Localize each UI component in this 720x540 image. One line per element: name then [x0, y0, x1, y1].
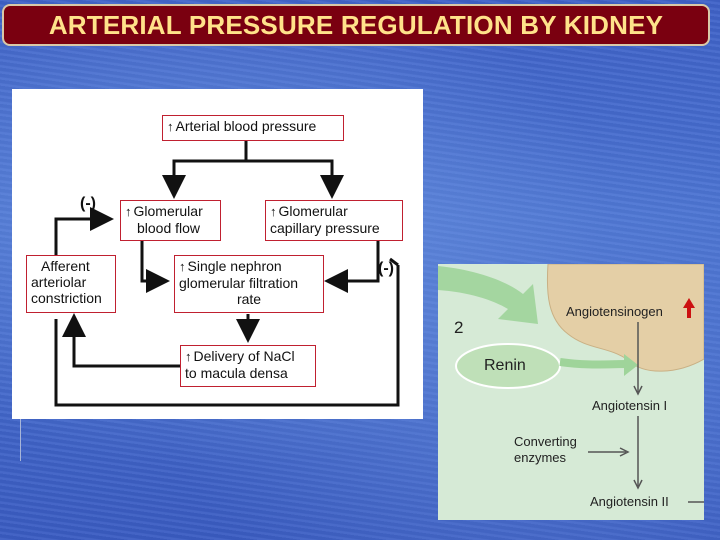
delivery-label-2: to macula densa — [185, 365, 288, 381]
renin-label: Renin — [484, 357, 526, 374]
diagram-connectors — [54, 141, 400, 407]
renin-angiotensin-graphics — [438, 264, 704, 503]
nacl-delivery-box: ↑Delivery of NaCl to macula densa — [180, 345, 316, 387]
glomerular-capillary-label-2: capillary pressure — [270, 220, 380, 236]
afferent-label-1: Afferent — [41, 258, 90, 274]
glomerular-capillary-label-1: Glomerular — [278, 203, 348, 219]
negative-feedback-sign-right: (-) — [378, 260, 394, 277]
converting-label-1: Converting — [514, 434, 577, 449]
glomerular-blood-flow-label-2: blood flow — [137, 220, 201, 236]
arterial-pressure-box: ↑Arterial blood pressure — [162, 115, 344, 141]
up-arrow-icon: ↑ — [125, 204, 132, 219]
renin-angiotensin-diagram: 2 Angiotensinogen Renin Angiotensin I Co… — [438, 264, 704, 520]
afferent-label-3: constriction — [31, 290, 102, 306]
angiotensin-2-label: Angiotensin II — [590, 494, 669, 509]
angiotensin-1-label: Angiotensin I — [592, 398, 668, 413]
feedback-diagram: ↑Arterial blood pressure ↑Glomerular blo… — [12, 89, 423, 419]
slide-title: ARTERIAL PRESSURE REGULATION BY KIDNEY — [48, 9, 664, 40]
angiotensinogen-label: Angiotensinogen — [566, 304, 663, 319]
delivery-label-1: Delivery of NaCl — [193, 348, 295, 364]
converting-label-2: enzymes — [514, 450, 567, 465]
up-arrow-icon: ↑ — [179, 259, 186, 274]
step-number: 2 — [454, 318, 464, 337]
sngfr-label-1: Single nephron — [187, 258, 282, 274]
arterial-pressure-label: Arterial blood pressure — [175, 118, 317, 134]
slide-title-box: ARTERIAL PRESSURE REGULATION BY KIDNEY — [2, 4, 710, 46]
up-arrow-icon: ↑ — [167, 119, 174, 134]
glomerular-blood-flow-label-1: Glomerular — [133, 203, 203, 219]
sngfr-box: ↑Single nephron glomerular filtration ra… — [174, 255, 324, 313]
afferent-label-2: arteriolar — [31, 274, 87, 290]
sngfr-label-3: rate — [236, 291, 262, 307]
negative-feedback-sign-left: (-) — [80, 195, 96, 212]
glomerular-capillary-pressure-box: ↑Glomerular capillary pressure — [265, 200, 403, 241]
glomerular-blood-flow-box: ↑Glomerular blood flow — [120, 200, 221, 241]
sngfr-label-2: glomerular filtration — [179, 275, 299, 291]
divider-line — [20, 419, 21, 461]
afferent-constriction-box: Afferent arteriolar constriction — [26, 255, 116, 313]
up-arrow-icon: ↑ — [270, 204, 277, 219]
up-arrow-icon: ↑ — [185, 349, 192, 364]
